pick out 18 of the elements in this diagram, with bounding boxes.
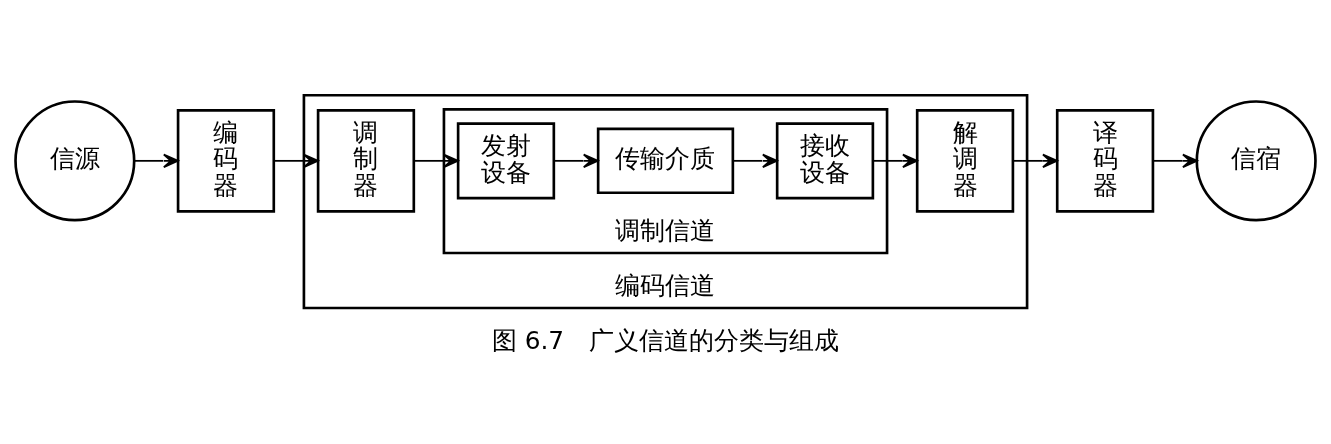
node-circle: 信宿 bbox=[1195, 100, 1317, 222]
node-box: 接收设备 bbox=[775, 122, 875, 200]
node-circle: 信源 bbox=[14, 100, 136, 222]
arrow bbox=[413, 153, 459, 169]
arrow bbox=[133, 153, 179, 169]
node-box: 发射设备 bbox=[456, 122, 556, 200]
node-box: 调制器 bbox=[316, 109, 416, 213]
arrow bbox=[872, 153, 918, 169]
node-box: 解调器 bbox=[915, 109, 1015, 213]
arrow bbox=[273, 153, 319, 169]
arrow bbox=[553, 153, 599, 169]
caption: 图 6.7 广义信道的分类与组成 bbox=[491, 326, 840, 356]
node-box: 编码器 bbox=[176, 109, 276, 213]
node-box: 译码器 bbox=[1055, 109, 1155, 213]
node-box: 传输介质 bbox=[596, 127, 735, 195]
arrow bbox=[1012, 153, 1059, 169]
arrow bbox=[1152, 153, 1198, 169]
arrow bbox=[732, 153, 778, 169]
